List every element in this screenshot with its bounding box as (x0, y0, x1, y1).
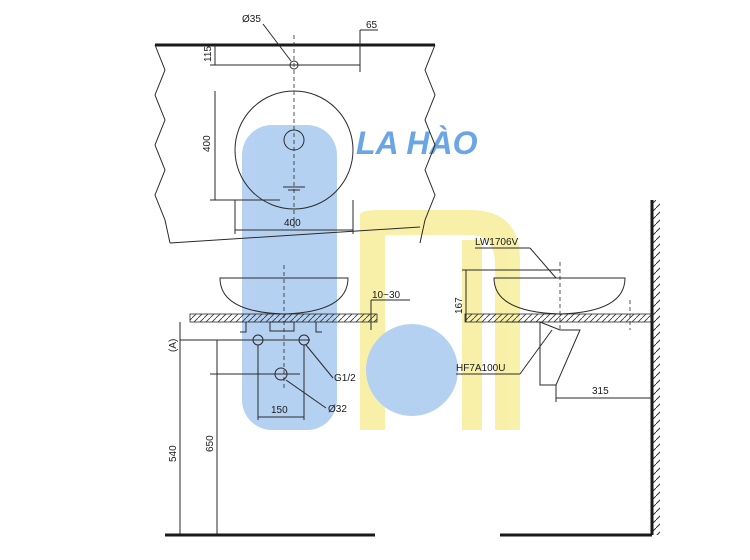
dim-wall-offset: 315 (592, 386, 609, 397)
logo-blue-circle (366, 324, 458, 416)
dim-valve-spacing: 150 (271, 405, 288, 416)
dim-top-offset: 65 (366, 20, 378, 31)
logo-yellow-arch (360, 210, 520, 430)
model-trap-leader (519, 329, 553, 375)
bracket-right (315, 322, 322, 333)
trap-body (539, 321, 581, 386)
basin-front-outline (219, 277, 349, 315)
counter-slab (189, 313, 378, 323)
logo-yellow-bar-inner (462, 240, 482, 430)
watermark-brand-text: LA HÀO (356, 125, 478, 161)
top-view: Ø35 65 115 400 400 (154, 14, 436, 244)
dim-faucet-range: 10~30 (372, 290, 401, 301)
dim-top-diameter: Ø35 (242, 14, 261, 25)
dim-height-650: 650 (205, 435, 216, 452)
model-basin-leader (529, 247, 557, 279)
model-trap-label: HF7A100U (456, 363, 505, 374)
pipe-leader (285, 379, 327, 409)
side-counter-slab (464, 313, 653, 323)
dim-pipe-diameter: Ø32 (328, 404, 347, 415)
dim-bowl-width: 400 (284, 218, 301, 229)
dia35-leader (262, 23, 292, 62)
dim-label-a: (A) (168, 339, 179, 352)
watermark-logo (242, 125, 520, 430)
right-break-line (419, 44, 436, 244)
model-basin-label: LW1706V (475, 237, 519, 248)
dim-height-540: 540 (168, 445, 179, 462)
side-view: 167 LW1706V HF7A100U 315 (454, 200, 660, 537)
dim-bowl-depth: 400 (202, 135, 213, 152)
drain-stub (269, 321, 295, 332)
front-view: 10~30 G1/2 Ø32 150 (A) 540 650 (165, 265, 410, 537)
bracket-left (240, 322, 247, 333)
dim-thread: G1/2 (334, 373, 356, 384)
dim-basin-height: 167 (454, 297, 465, 314)
wall-hatch (652, 200, 660, 535)
left-break-line (154, 44, 171, 244)
thread-leader (305, 344, 334, 379)
counter-edge (169, 226, 421, 244)
dim-top-gap: 115 (203, 46, 214, 62)
